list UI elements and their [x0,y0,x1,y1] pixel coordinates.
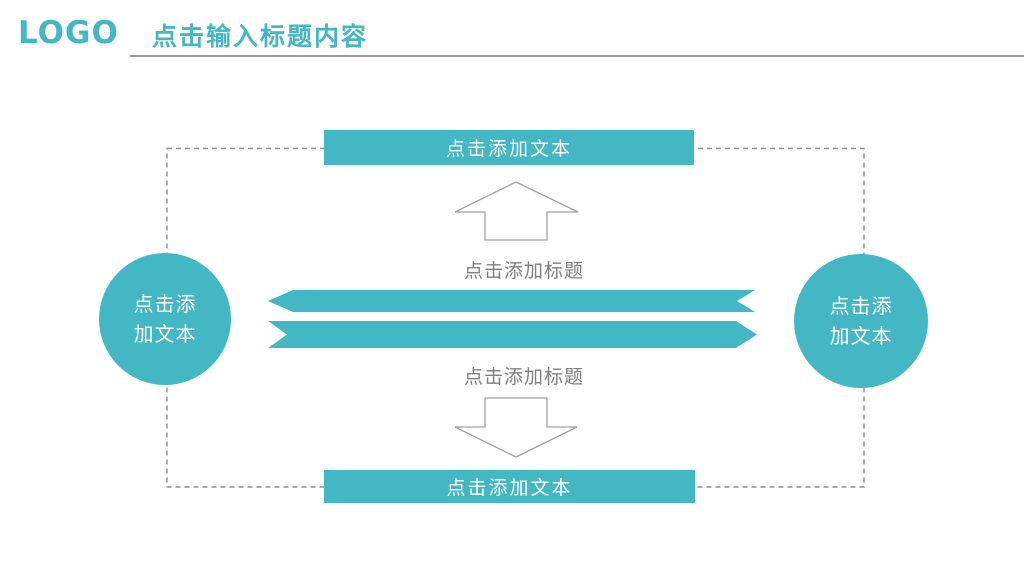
left-pointing-ribbon-arrow [268,290,755,312]
right-circle-label: 点击添 加文本 [829,294,893,348]
top-text-bar[interactable]: 点击添加文本 [324,130,694,165]
left-circle[interactable]: 点击添 加文本 [99,253,231,385]
logo-text: LOGO [18,15,119,51]
bottom-text-bar[interactable]: 点击添加文本 [324,470,695,503]
bottom-text-bar-label: 点击添加文本 [446,477,573,499]
down-arrow-icon [454,397,578,458]
right-pointing-ribbon-arrow [268,321,757,348]
page-title[interactable]: 点击输入标题内容 [152,22,369,51]
up-arrow-icon [454,181,579,241]
top-text-bar-label: 点击添加文本 [445,138,572,160]
header-divider [130,55,1024,57]
right-circle[interactable]: 点击添 加文本 [794,254,928,388]
lower-caption[interactable]: 点击添加标题 [463,366,584,388]
left-circle-label: 点击添 加文本 [133,292,197,346]
upper-caption[interactable]: 点击添加标题 [463,260,584,282]
